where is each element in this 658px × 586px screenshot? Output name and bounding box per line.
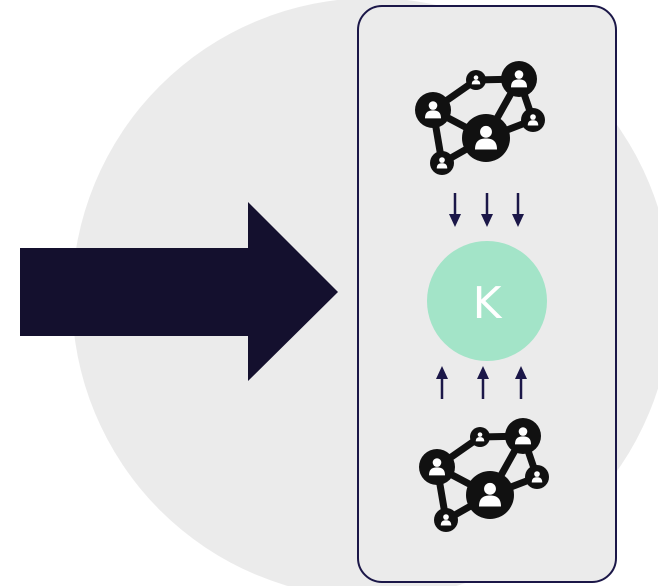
center-node-label: K: [473, 278, 503, 329]
arrow-up-icon: [477, 366, 489, 399]
center-node: [427, 241, 547, 361]
arrow-up-icon: [436, 366, 448, 399]
arrow-right-icon: [20, 202, 338, 381]
arrow-down-icon: [512, 193, 524, 227]
arrow-down-icon: [481, 193, 493, 227]
arrow-down-icon: [449, 193, 461, 227]
arrow-up-icon: [515, 366, 527, 399]
up-arrows: [436, 366, 527, 399]
down-arrows: [449, 193, 524, 227]
